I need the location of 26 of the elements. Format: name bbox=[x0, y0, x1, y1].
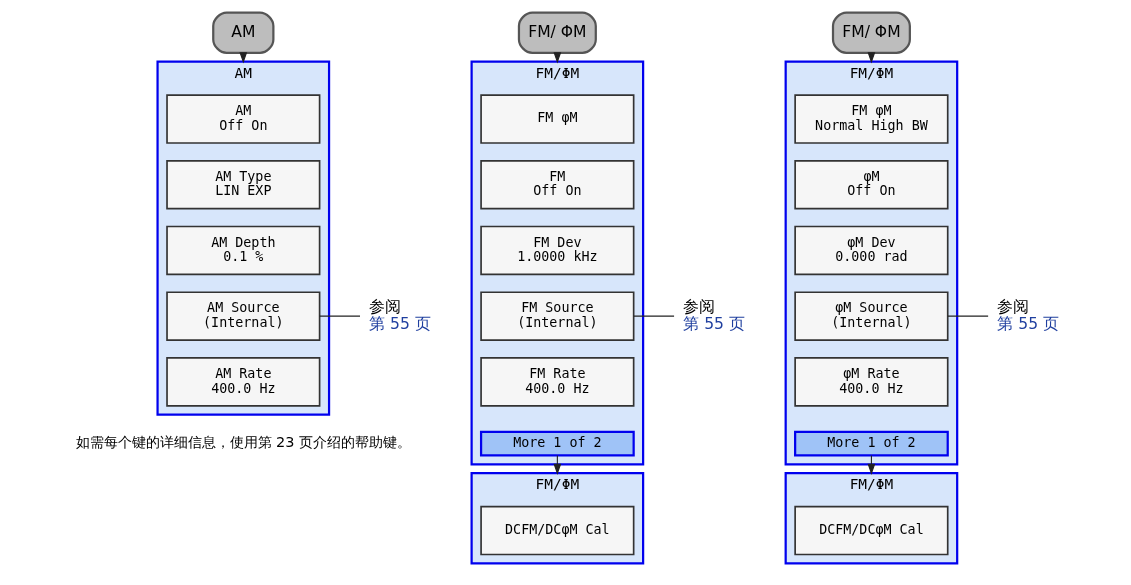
node-box: FM Source (Internal) bbox=[479, 291, 634, 341]
connector bbox=[946, 315, 989, 317]
node-text: 参阅 第 55 页 bbox=[368, 297, 431, 333]
node-box: φM Dev 0.000 rad bbox=[793, 225, 949, 276]
node-box: More 1 of 2 bbox=[479, 430, 635, 457]
node-box: AM Source (Internal) bbox=[165, 291, 320, 341]
connector bbox=[318, 315, 361, 317]
node-box: AM Rate 400.0 Hz bbox=[165, 357, 320, 407]
connector bbox=[632, 315, 675, 317]
node-box: FM Dev 1.0000 kHz bbox=[479, 225, 634, 276]
label: 如需每个键的详细信息，使用第 23 页介绍的帮助键。 bbox=[75, 434, 411, 451]
node-box: AM Type LIN EXP bbox=[165, 159, 320, 210]
node-text: 参阅 第 55 页 bbox=[682, 297, 745, 333]
node-box: FM φM bbox=[479, 94, 634, 144]
node-box: More 1 of 2 bbox=[793, 430, 949, 457]
node-box: φM Off On bbox=[793, 159, 949, 210]
node-box: FM Off On bbox=[479, 159, 634, 210]
node-box: AM Depth 0.1 % bbox=[165, 225, 320, 276]
node-box: FM Rate 400.0 Hz bbox=[479, 357, 634, 407]
node-box: AM Off On bbox=[165, 94, 320, 144]
node-box: φM Rate 400.0 Hz bbox=[793, 357, 949, 407]
node-box: DCFM/DCφM Cal bbox=[793, 505, 949, 556]
node-box: φM Source (Internal) bbox=[793, 291, 949, 341]
node-box: FM φM Normal High BW bbox=[793, 94, 949, 144]
node-box: DCFM/DCφM Cal bbox=[479, 505, 634, 556]
node-text: 参阅 第 55 页 bbox=[996, 297, 1059, 333]
